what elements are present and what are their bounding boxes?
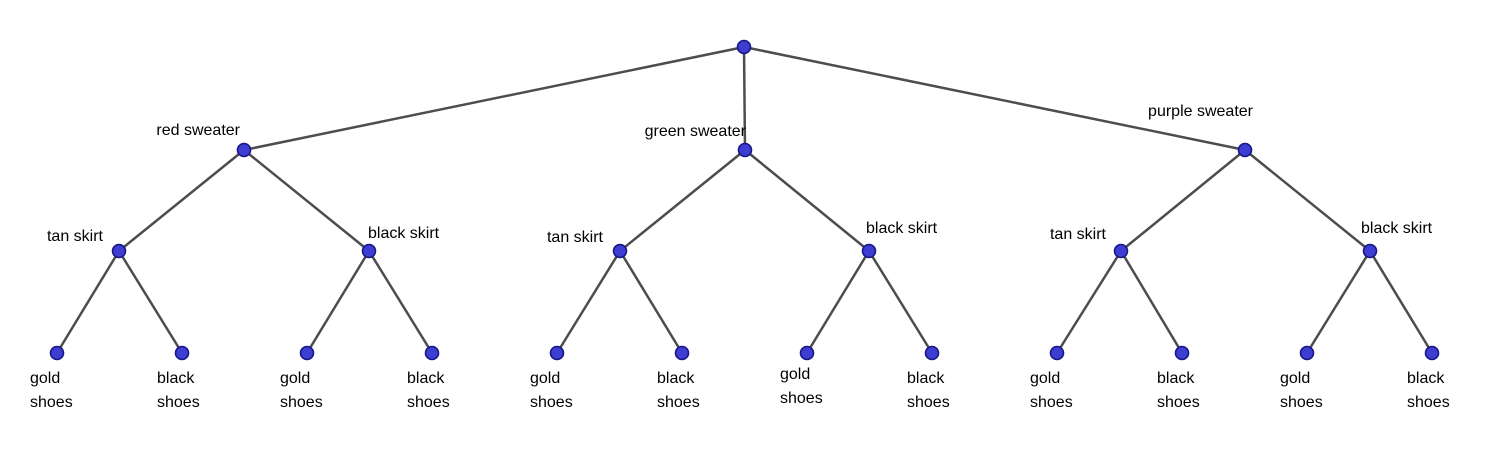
edge-black-skirt-1-to-gold-shoes-2 — [305, 249, 371, 355]
edge-tan-skirt-3-to-gold-shoes-5 — [1055, 249, 1123, 355]
edge-tan-skirt-1-to-black-shoes-1 — [117, 249, 184, 355]
tree-node-red-sweater — [236, 142, 252, 158]
tree-node-black-shoes-3 — [674, 345, 690, 361]
tree-node-tan-skirt-1 — [111, 243, 127, 259]
tree-node-gold-shoes-6 — [1299, 345, 1315, 361]
edge-green-sweater-to-tan-skirt-2 — [618, 148, 747, 253]
tree-node-gold-shoes-2 — [299, 345, 315, 361]
edge-root-to-green-sweater — [742, 45, 747, 152]
edge-black-skirt-2-to-black-shoes-4 — [867, 249, 934, 355]
label-purple-sweater: purple sweater — [1148, 103, 1254, 120]
edge-black-skirt-2-to-gold-shoes-4 — [805, 249, 871, 355]
tree-node-root — [736, 39, 752, 55]
tree-node-black-shoes-6 — [1424, 345, 1440, 361]
edge-black-skirt-3-to-black-shoes-6 — [1368, 249, 1434, 355]
tree-node-black-skirt-1 — [361, 243, 377, 259]
tree-node-black-skirt-2 — [861, 243, 877, 259]
label-tan-skirt-2: tan skirt — [547, 229, 604, 246]
tree-node-black-shoes-5 — [1174, 345, 1190, 361]
edge-purple-sweater-to-tan-skirt-3 — [1119, 148, 1247, 253]
label-green-sweater: green sweater — [645, 123, 747, 140]
tree-node-black-shoes-2 — [424, 345, 440, 361]
edge-black-skirt-3-to-gold-shoes-6 — [1305, 249, 1372, 355]
tree-node-black-skirt-3 — [1362, 243, 1378, 259]
tree-node-gold-shoes-5 — [1049, 345, 1065, 361]
tree-node-gold-shoes-1 — [49, 345, 65, 361]
edge-root-to-red-sweater — [242, 45, 746, 152]
edge-red-sweater-to-black-skirt-1 — [242, 148, 371, 253]
tree-node-black-shoes-1 — [174, 345, 190, 361]
label-tan-skirt-3: tan skirt — [1050, 226, 1107, 243]
tree-node-purple-sweater — [1237, 142, 1253, 158]
label-black-skirt-2: black skirt — [866, 220, 938, 237]
edge-purple-sweater-to-black-skirt-3 — [1243, 148, 1372, 253]
tree-node-gold-shoes-4 — [799, 345, 815, 361]
label-black-skirt-3: black skirt — [1361, 220, 1433, 237]
edge-tan-skirt-1-to-gold-shoes-1 — [55, 249, 121, 355]
label-black-skirt-1: black skirt — [368, 225, 440, 242]
label-red-sweater: red sweater — [156, 122, 240, 139]
tree-node-black-shoes-4 — [924, 345, 940, 361]
edge-red-sweater-to-tan-skirt-1 — [117, 148, 246, 253]
edge-root-to-purple-sweater — [742, 45, 1247, 152]
edge-green-sweater-to-black-skirt-2 — [743, 148, 871, 253]
label-tan-skirt-1: tan skirt — [47, 228, 104, 245]
tree-node-gold-shoes-3 — [549, 345, 565, 361]
edge-black-skirt-1-to-black-shoes-2 — [367, 249, 434, 355]
edge-tan-skirt-2-to-black-shoes-3 — [618, 249, 684, 355]
tree-node-tan-skirt-2 — [612, 243, 628, 259]
tree-node-tan-skirt-3 — [1113, 243, 1129, 259]
edge-tan-skirt-2-to-gold-shoes-3 — [555, 249, 622, 355]
edge-tan-skirt-3-to-black-shoes-5 — [1119, 249, 1184, 355]
tree-node-green-sweater — [737, 142, 753, 158]
